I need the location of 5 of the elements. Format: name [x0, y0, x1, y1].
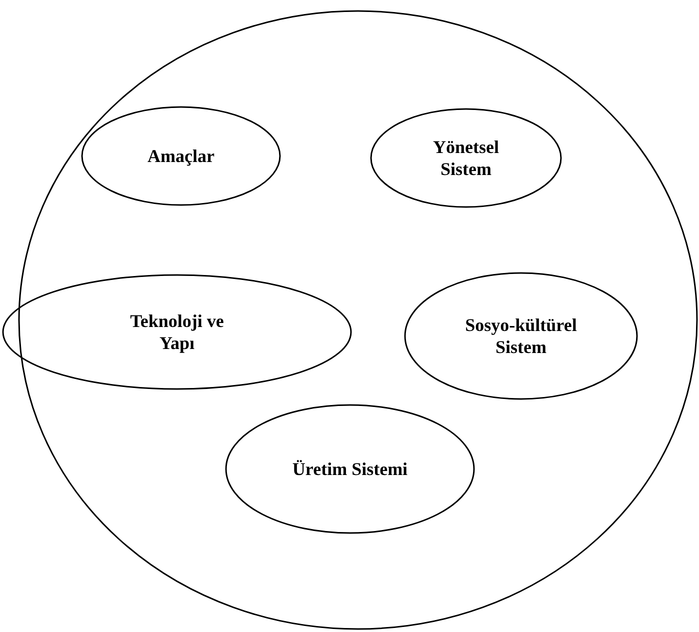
node-label: Yönetsel Sistem	[432, 136, 500, 180]
node-label: Amaçlar	[148, 144, 214, 168]
node-label: Teknoloji ve Yapı	[129, 310, 225, 354]
node-label: Sosyo-kültürel Sistem	[464, 314, 578, 358]
node-label: Üretim Sistemi	[292, 458, 408, 480]
